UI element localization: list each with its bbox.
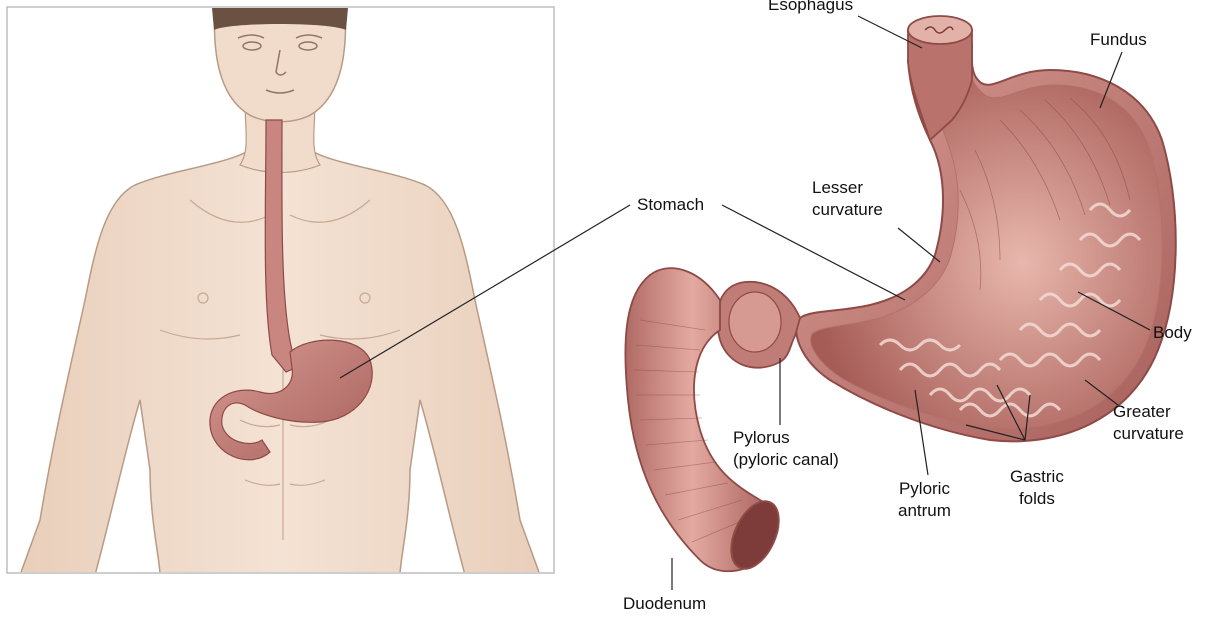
body-figure-panel — [7, 7, 554, 575]
label-duodenum: Duodenum — [623, 593, 706, 615]
label-body: Body — [1153, 322, 1192, 344]
label-lesser-curvature-line1: Lesser — [812, 177, 883, 199]
label-fundus: Fundus — [1090, 29, 1147, 51]
label-gastric-folds: Gastric folds — [1010, 466, 1064, 510]
label-pyloric-antrum-line1: Pyloric — [898, 478, 951, 500]
label-greater-curvature: Greater curvature — [1113, 401, 1184, 445]
esophagus-opening — [908, 16, 972, 44]
label-pylorus: Pylorus (pyloric canal) — [733, 427, 839, 471]
label-pyloric-antrum: Pyloric antrum — [898, 478, 951, 522]
label-gastric-folds-line1: Gastric — [1010, 466, 1064, 488]
label-pyloric-antrum-line2: antrum — [898, 500, 951, 522]
label-stomach: Stomach — [637, 194, 704, 216]
label-greater-curvature-line2: curvature — [1113, 423, 1184, 445]
label-esophagus: Esophagus — [768, 0, 853, 16]
label-lesser-curvature: Lesser curvature — [812, 177, 883, 221]
label-gastric-folds-line2: folds — [1010, 488, 1064, 510]
stomach-mucosa — [811, 58, 1163, 429]
label-pylorus-line1: Pylorus — [733, 427, 839, 449]
lesser-curvature-leader — [898, 228, 940, 262]
label-lesser-curvature-line2: curvature — [812, 199, 883, 221]
label-greater-curvature-line1: Greater — [1113, 401, 1184, 423]
label-pylorus-line2: (pyloric canal) — [733, 449, 839, 471]
